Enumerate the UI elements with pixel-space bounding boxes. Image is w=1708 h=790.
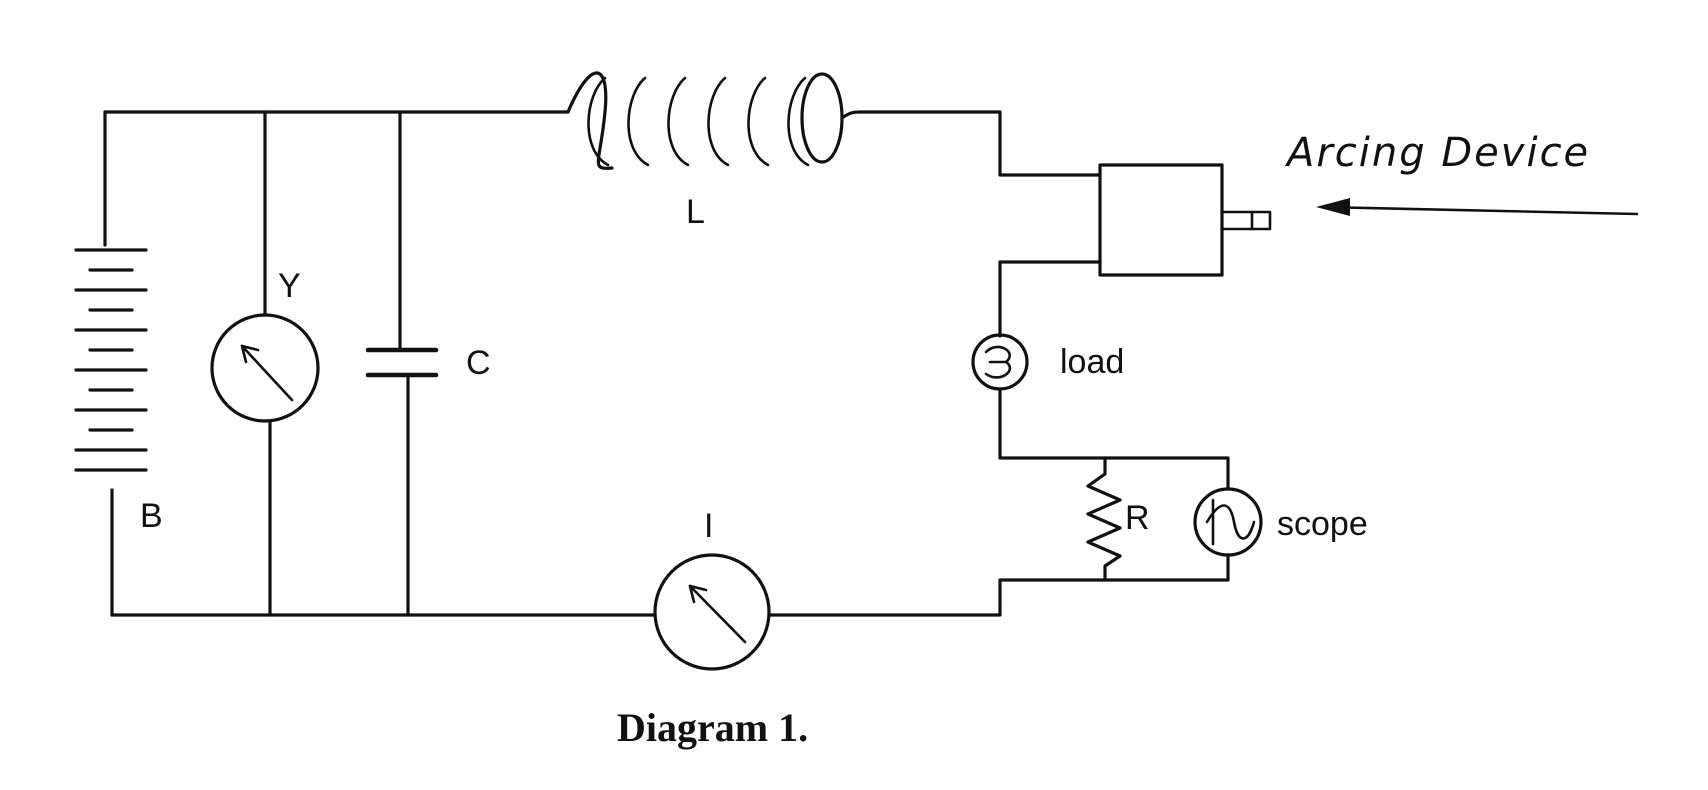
- scope: [1193, 487, 1263, 557]
- arcing-device-arrow: [1316, 198, 1639, 216]
- battery-label: B: [140, 497, 163, 535]
- voltmeter-label: Y: [278, 267, 301, 305]
- capacitor-label: C: [466, 344, 491, 382]
- battery: [74, 110, 148, 617]
- load: [971, 260, 1230, 490]
- inductor-label: L: [686, 193, 705, 231]
- diagram-caption: Diagram 1.: [617, 705, 808, 750]
- resistor: [1086, 456, 1122, 582]
- voltmeter: [210, 110, 320, 617]
- scope-label: scope: [1277, 505, 1368, 543]
- ammeter-label: I: [704, 507, 713, 545]
- inductor-coil: [566, 71, 862, 170]
- arcing-device-label: Arcing Device: [1284, 130, 1590, 176]
- bottom-wire: [110, 554, 1230, 617]
- arcing-device: [998, 163, 1272, 277]
- capacitor: [365, 110, 439, 617]
- ammeter: [653, 553, 771, 671]
- resistor-label: R: [1125, 499, 1150, 537]
- load-label: load: [1060, 343, 1124, 381]
- top-wire: [103, 110, 1102, 177]
